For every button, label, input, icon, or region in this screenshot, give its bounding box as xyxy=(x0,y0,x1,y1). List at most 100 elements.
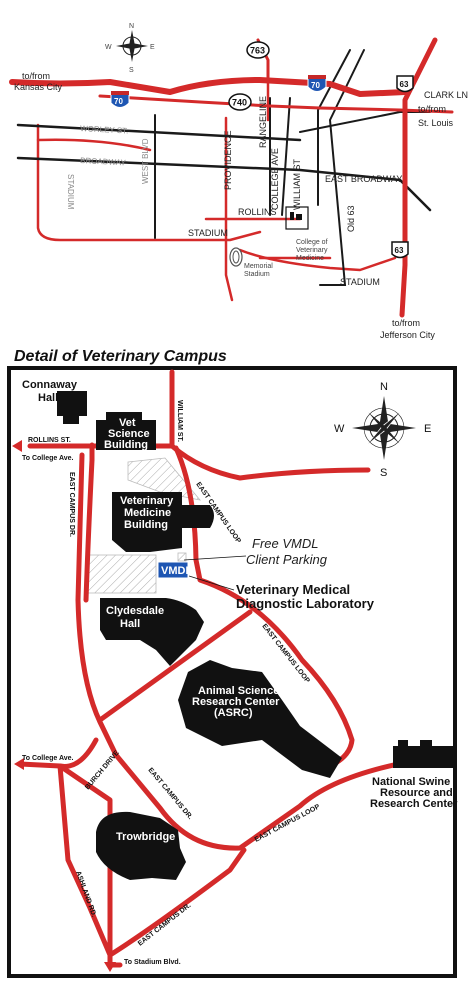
shield-hwy740: 740 xyxy=(228,93,252,111)
arrow-rollins xyxy=(12,440,22,452)
label-stl-to: to/from xyxy=(418,104,446,114)
label-asrc-2: Research Center xyxy=(192,696,280,708)
label-swine-1: National Swine xyxy=(372,776,450,788)
label-memorial-2: Stadium xyxy=(244,271,270,278)
detail-title: Detail of Veterinary Campus xyxy=(14,348,227,365)
label-ashland: ASHLAND RD. xyxy=(74,870,97,918)
cvm-buildings xyxy=(285,206,309,230)
label-ecloop-3: EAST CAMPUS LOOP xyxy=(254,803,322,843)
label-vetsci-1: Vet xyxy=(119,417,136,429)
detail-map: VMDL Connaway Hall Vet Science Building … xyxy=(7,366,458,978)
label-swine-3: Research Center xyxy=(370,798,458,810)
road-burch xyxy=(57,763,113,958)
svg-text:70: 70 xyxy=(114,97,123,106)
road-stadium-south xyxy=(238,248,397,272)
label-ecdr-1: EAST CAMPUS DR. xyxy=(68,472,75,537)
label-ecloop-2: EAST CAMPUS LOOP xyxy=(260,623,310,685)
label-william-st: WILLIAM ST xyxy=(292,158,302,210)
label-ecdr-3: EAST CAMPUS DR. xyxy=(137,902,193,948)
shield-hwy763: 763 xyxy=(246,41,270,59)
building-asrc xyxy=(178,660,342,778)
road-inner-loop xyxy=(83,442,95,603)
compass-e-detail: E xyxy=(424,423,431,435)
label-worley: WORLEY ST. xyxy=(80,124,129,136)
vmdl-marker[interactable]: VMDL xyxy=(157,561,192,579)
label-vetmed-3: Building xyxy=(124,519,168,531)
label-to-college-2: To College Ave. xyxy=(22,755,74,762)
label-rollins: ROLLINS xyxy=(238,207,277,217)
label-clydesdale-2: Hall xyxy=(120,618,140,630)
road-worley xyxy=(16,123,302,142)
label-rollins-st: ROLLINS ST. xyxy=(28,437,71,444)
label-jc-city: Jefferson City xyxy=(380,330,435,340)
label-east-broadway: EAST BROADWAY xyxy=(325,174,402,184)
svg-text:763: 763 xyxy=(250,46,265,56)
svg-text:740: 740 xyxy=(232,98,247,108)
road-stadium-west xyxy=(36,123,262,242)
label-stl-city: St. Louis xyxy=(418,118,454,128)
road-rollins-detail xyxy=(27,443,371,481)
label-west-blvd: WEST BLVD xyxy=(141,138,150,184)
compass-s-detail: S xyxy=(380,467,387,479)
building-vet-science xyxy=(96,412,156,450)
label-vetsci-3: Building xyxy=(104,439,148,451)
label-asrc-1: Animal Science xyxy=(198,685,279,697)
road-broadway-red xyxy=(36,138,152,152)
shield-us63-bottom: 63 xyxy=(391,241,409,259)
label-college-ave: COLLEGE AVE xyxy=(270,148,280,210)
label-jc-to: to/from xyxy=(392,318,420,328)
label-trowbridge: Trowbridge xyxy=(116,831,175,843)
shield-i70-right: 70 xyxy=(307,74,327,92)
label-clark-ln: CLARK LN xyxy=(424,90,468,100)
label-asrc-3: (ASRC) xyxy=(214,707,253,719)
label-memorial-1: Memorial xyxy=(244,263,273,270)
arrow-stadium xyxy=(104,962,116,972)
road-east-highway xyxy=(299,111,431,133)
vmdl-pointer xyxy=(188,575,235,591)
label-kc-city: Kansas City xyxy=(14,82,63,92)
compass-s: S xyxy=(129,67,134,74)
building-trowbridge xyxy=(96,811,186,880)
road-south-dr xyxy=(107,847,247,958)
area-map: N S E W xyxy=(9,23,468,340)
vmdl-box-label: VMDL xyxy=(161,565,192,577)
compass-e: E xyxy=(150,44,155,51)
area-compass: N S E W xyxy=(105,23,155,74)
label-kc-to: to/from xyxy=(22,71,50,81)
label-ecdr-2: EAST CAMPUS DR. xyxy=(146,767,193,821)
compass-w-detail: W xyxy=(334,423,345,435)
label-stadium-v: STADIUM xyxy=(66,174,75,210)
label-to-college-1: To College Ave. xyxy=(22,455,74,462)
parking-vmdl xyxy=(177,552,187,562)
road-to-college-lower xyxy=(17,737,99,769)
parking-west xyxy=(85,554,157,594)
label-vetmed-1: Veterinary xyxy=(120,495,174,507)
label-cvm-3: Medicine xyxy=(296,255,324,262)
compass-n: N xyxy=(129,23,134,30)
building-clydesdale xyxy=(100,598,204,666)
road-ashland xyxy=(57,763,113,958)
label-to-stadium: To Stadium Blvd. xyxy=(124,959,181,966)
label-cvm-2: Veterinary xyxy=(296,247,328,254)
label-broadway: BROADWAY xyxy=(80,156,127,167)
label-vmdl-2: Diagnostic Laboratory xyxy=(236,596,375,611)
arrow-college-lower xyxy=(14,758,24,770)
compass-n-detail: N xyxy=(380,381,388,393)
road-william-east xyxy=(319,49,365,286)
road-east-campus-dr-west xyxy=(75,452,448,851)
label-providence: PROVIDENCE xyxy=(223,130,233,190)
shield-i70-left: 70 xyxy=(110,90,130,108)
label-connaway-2: Hall xyxy=(38,392,58,404)
road-old63 xyxy=(317,49,351,206)
label-parking-2: Client Parking xyxy=(246,552,328,567)
label-william-st: WILLIAM ST. xyxy=(176,400,183,442)
parking-pointer xyxy=(183,555,247,561)
label-stadium-1: STADIUM xyxy=(188,228,228,238)
road-providence-south xyxy=(224,116,234,302)
building-vet-medicine xyxy=(112,492,214,552)
label-swine-2: Resource and xyxy=(380,787,453,799)
label-burch: BURCH DRIVE xyxy=(84,749,121,791)
detail-compass: N S E W xyxy=(334,381,431,479)
svg-text:70: 70 xyxy=(311,81,320,90)
